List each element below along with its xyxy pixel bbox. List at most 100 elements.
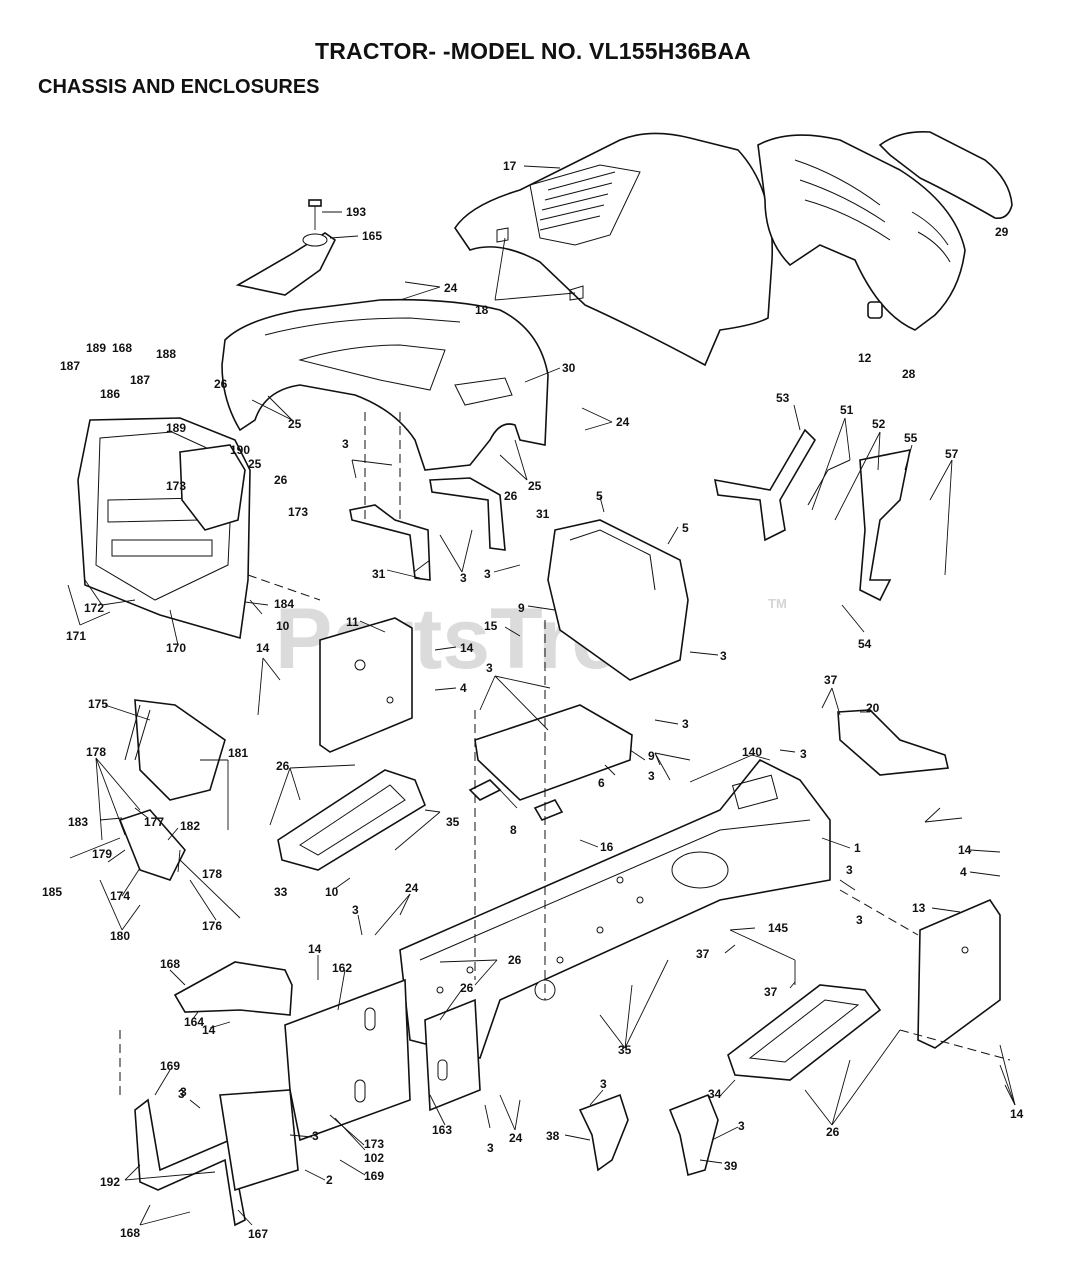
callout: 168 [120,1226,140,1240]
callout: 13 [912,901,926,915]
callout: 168 [112,341,132,355]
callout: 145 [768,921,788,935]
callout: 189 [166,421,186,435]
callout: 176 [202,919,222,933]
callout: 14 [308,942,322,956]
callout: 24 [509,1131,523,1145]
callout: 8 [510,823,517,837]
callout: 55 [904,431,918,445]
leader-lines [67,165,1016,1226]
callout: 35 [618,1043,632,1057]
callout: 14 [958,843,972,857]
side-plate-part-162 [284,978,411,1142]
callout: 11 [346,615,359,629]
frame-part-1 [399,758,831,1059]
callout: 3 [487,1141,494,1155]
bracket-part-53-55 [713,428,912,602]
callout: 167 [248,1227,268,1241]
callout: 3 [846,863,853,877]
callout: 4 [960,865,967,879]
callout: 5 [596,489,603,503]
console-part-165 [235,232,337,296]
callout: 2 [326,1173,333,1187]
callout: 34 [708,1087,722,1101]
grille-part-28 [757,134,966,331]
callout: 25 [288,417,302,431]
callout: 173 [166,479,186,493]
callout: 5 [682,521,689,535]
alignment-lines [119,412,1011,1095]
callout: 163 [432,1123,452,1137]
callout: 26 [826,1125,840,1139]
callout: 14 [256,641,270,655]
callout: 140 [742,745,762,759]
bracket-part-38 [578,1093,629,1172]
callout: 192 [100,1175,120,1189]
callout: 3 [856,913,863,927]
callout: 18 [475,303,489,317]
lens-part-29 [878,130,1013,220]
callout: 3 [342,437,349,451]
callout: 29 [995,225,1009,239]
callout: 24 [616,415,630,429]
callout: 9 [648,749,655,763]
callout: 177 [144,815,164,829]
callout: 26 [460,981,474,995]
callout: 37 [824,673,838,687]
bracket-part-31 [349,477,506,581]
callout: 169 [364,1169,384,1183]
callout: 26 [214,377,228,391]
callout: 3 [682,717,689,731]
callout: 10 [276,619,290,633]
callout: 3 [800,747,807,761]
bracket-part-39 [668,1093,719,1177]
callout: 172 [84,601,104,615]
callout: 26 [276,759,290,773]
callout: 185 [42,885,62,899]
page-title: TRACTOR- -MODEL NO. VL155H36BAA [314,38,751,64]
side-plate-part-163 [424,998,481,1112]
callout: 51 [840,403,854,417]
callout: 193 [346,205,366,219]
callout: 182 [180,819,200,833]
dash-panel-part-30 [221,298,549,471]
callout: 175 [88,697,108,711]
callout: 180 [110,929,130,943]
callout: 14 [202,1023,216,1037]
callout: 4 [460,681,467,695]
callout: 178 [202,867,222,881]
callout: 174 [110,889,130,903]
callout: 24 [444,281,458,295]
callout: 37 [696,947,710,961]
bolt-part-193 [308,199,322,230]
support-part-9 [547,519,689,681]
support-part-20 [837,709,949,776]
callout: 184 [274,597,294,611]
callout: 12 [858,351,872,365]
callout: 57 [945,447,959,461]
bracket-part-190 [179,444,246,531]
callout: 181 [228,746,248,760]
callout: 25 [528,479,542,493]
bumper-part-167 [134,1089,299,1227]
callout: 15 [484,619,498,633]
callout: 9 [518,601,525,615]
callout: 173 [288,505,308,519]
callout: 173 [364,1137,384,1151]
callout: 1 [854,841,861,855]
callout: 52 [872,417,886,431]
callout: 3 [486,661,493,675]
callout: 25 [248,457,262,471]
callout: 190 [230,443,250,457]
callout: 186 [100,387,120,401]
callout: 28 [902,367,916,381]
callout: 31 [372,567,386,581]
callout: 26 [508,953,522,967]
callout: 3 [180,1085,187,1099]
callout: 38 [546,1129,560,1143]
callout: 17 [503,159,517,173]
callout: 187 [60,359,80,373]
callout: 20 [866,701,880,715]
watermark-tm: TM [768,596,787,611]
callout: 189 [86,341,106,355]
